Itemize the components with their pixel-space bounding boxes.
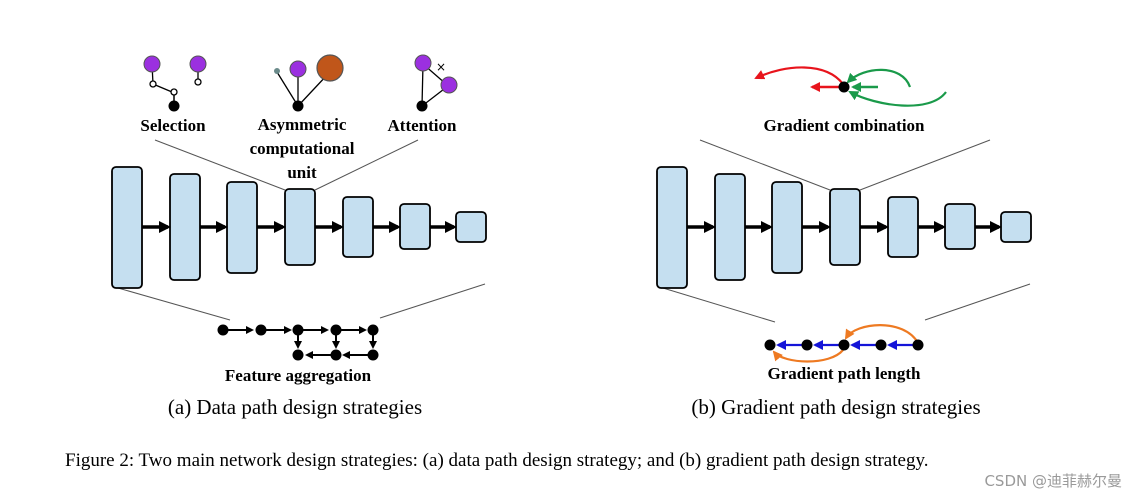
projection-line (314, 139, 419, 191)
network-block (111, 166, 143, 289)
label-attention: Attention (388, 116, 457, 135)
label-asymmetric-line2: computational (250, 139, 355, 158)
network-blocks-a (111, 166, 487, 289)
attention-icon: × (414, 54, 458, 112)
label-gradient-path-length: Gradient path length (767, 364, 921, 383)
network-block (771, 181, 803, 274)
network-block (284, 188, 316, 266)
label-selection: Selection (140, 116, 206, 135)
network-blocks-b (656, 166, 1032, 289)
figure-caption: Figure 2: Two main network design strate… (65, 450, 928, 471)
label-asymmetric-line3: unit (287, 163, 317, 182)
projection-line (154, 139, 286, 191)
projection-line (859, 139, 991, 191)
network-block (342, 196, 374, 258)
network-block (656, 166, 688, 289)
projection-line (924, 283, 1031, 321)
caption-panel-b: (b) Gradient path design strategies (691, 395, 980, 419)
caption-panel-a: (a) Data path design strategies (168, 395, 422, 419)
projection-line (662, 287, 776, 323)
projection-line (699, 139, 831, 191)
network-block (455, 211, 487, 243)
network-block (944, 203, 976, 250)
network-block (887, 196, 919, 258)
panel-a: Selection Asymmetric computational unit … (111, 54, 487, 419)
network-block (399, 203, 431, 250)
network-block (714, 173, 746, 281)
projection-line (117, 287, 231, 321)
network-block (1000, 211, 1032, 243)
asymmetric-unit-icon (274, 54, 344, 112)
selection-icon (143, 55, 207, 112)
network-block (169, 173, 201, 281)
panel-b: Gradient combination (656, 66, 1032, 419)
label-asymmetric-line1: Asymmetric (258, 115, 347, 134)
label-gradient-combination: Gradient combination (763, 116, 925, 135)
network-block (829, 188, 861, 266)
feature-aggregation-graph (217, 324, 379, 361)
gradient-path-graph (764, 324, 924, 363)
watermark: CSDN @迪菲赫尔曼 (984, 472, 1122, 490)
gradient-combination-icon (754, 66, 947, 107)
label-feature-aggregation: Feature aggregation (225, 366, 372, 385)
svg-text:×: × (436, 60, 446, 74)
network-block (226, 181, 258, 274)
projection-line (379, 283, 486, 319)
